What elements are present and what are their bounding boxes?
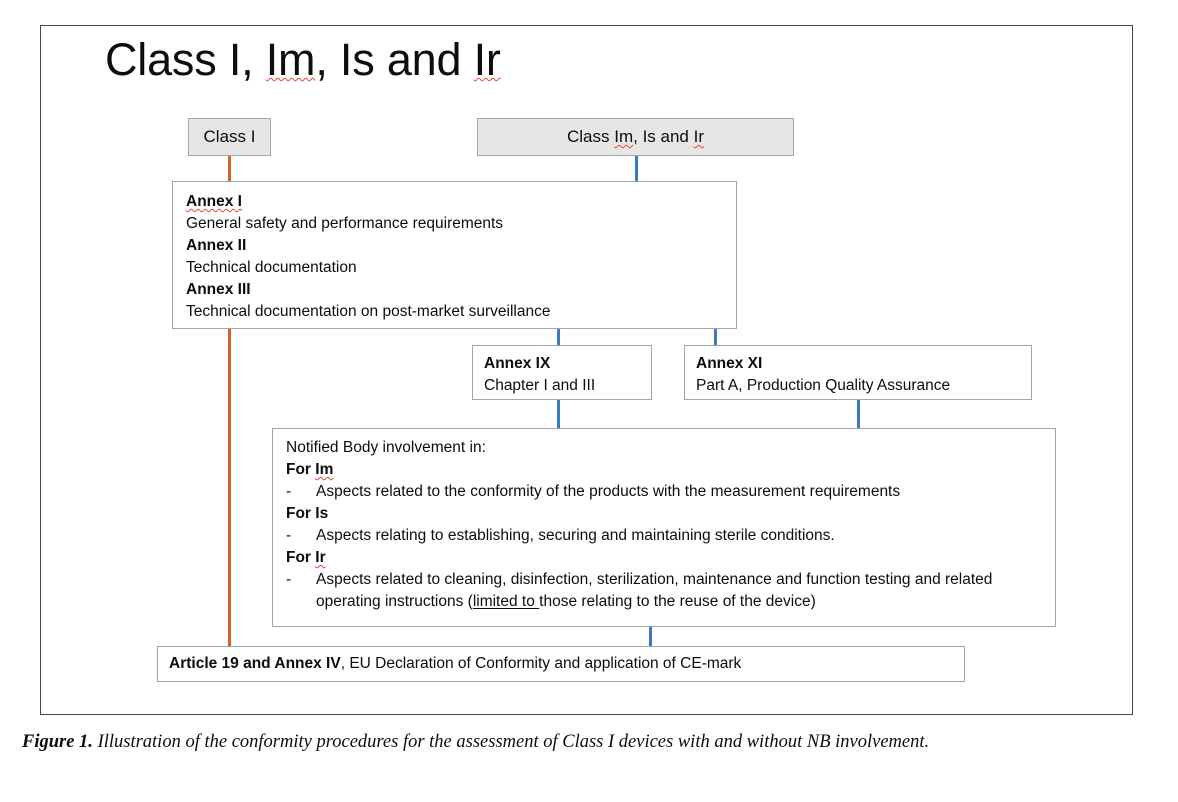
annex-xi-text: Part A, Production Quality Assurance [696, 377, 951, 394]
annex-heading-2: Annex II [186, 237, 247, 254]
node-class-im-is-ir-im: Im [614, 126, 634, 146]
node-annex-xi[interactable]: Annex XI Part A, Production Quality Assu… [684, 345, 1032, 400]
connector-class-i-to-article-19 [228, 328, 231, 647]
node-class-im-is-ir[interactable]: Class Im, Is and Ir [477, 118, 794, 156]
nb-group-heading-im-suffix: Im [315, 461, 334, 478]
annex-ix-text: Chapter I and III [484, 377, 596, 394]
diagram-title-ir: Ir [473, 34, 501, 85]
bullet-dash-icon: - [286, 483, 292, 500]
connector-notified-body-to-article-19 [649, 626, 652, 647]
diagram-title-prefix: Class I, [105, 34, 266, 85]
connector-annex-ix-to-notified-body [557, 399, 560, 429]
nb-bullet-ir-1-underlined: limited to [472, 593, 540, 610]
annex-xi-heading: Annex XI [696, 355, 763, 372]
node-notified-body-content: Notified Body involvement in: For Im - A… [273, 429, 1055, 621]
node-notified-body[interactable]: Notified Body involvement in: For Im - A… [272, 428, 1056, 627]
nb-bullet-im-1-text: Aspects related to the conformity of the… [316, 483, 901, 500]
nb-group-heading-is-suffix: Is [315, 505, 329, 522]
nb-bullet-ir-1-after: those relating to the reuse of the devic… [539, 593, 816, 610]
node-annex-ix[interactable]: Annex IX Chapter I and III [472, 345, 652, 400]
node-class-im-is-ir-ir: Ir [693, 126, 704, 146]
node-annex-xi-body: Annex XI Part A, Production Quality Assu… [685, 346, 1031, 404]
annex-body-3: Technical documentation on post-market s… [186, 303, 551, 320]
diagram-title-middle: , Is and [315, 34, 474, 85]
node-annex-requirements[interactable]: Annex I General safety and performance r… [172, 181, 737, 329]
node-article-19-text: Article 19 and Annex IV, EU Declaration … [158, 653, 752, 675]
nb-bullet-im-1: - Aspects related to the conformity of t… [286, 481, 1042, 503]
node-annex-ix-body: Annex IX Chapter I and III [473, 346, 651, 404]
nb-group-heading-ir: For Ir [286, 547, 1042, 569]
node-class-i[interactable]: Class I [188, 118, 271, 156]
article-19-rest: , EU Declaration of Conformity and appli… [340, 655, 742, 672]
figure-caption-label: Figure 1. [22, 732, 93, 752]
nb-intro: Notified Body involvement in: [286, 439, 486, 456]
node-class-im-is-ir-middle: , Is and [633, 126, 694, 146]
nb-bullet-ir-1-before: Aspects related to cleaning, disinfectio… [316, 571, 993, 610]
connector-class-im-to-annex [635, 155, 638, 182]
nb-group-heading-is: For Is [286, 503, 1042, 525]
annex-heading-3: Annex III [186, 281, 251, 298]
connector-annex-to-annex-ix [557, 328, 560, 346]
diagram-title-im: Im [265, 34, 316, 85]
node-class-im-is-ir-label: Class Im, Is and Ir [567, 125, 704, 149]
node-class-i-label: Class I [203, 126, 256, 146]
connector-class-i-to-annex [228, 155, 231, 182]
figure-caption-text: Illustration of the conformity procedure… [92, 732, 930, 752]
node-annex-requirements-body: Annex I General safety and performance r… [173, 182, 736, 332]
node-article-19[interactable]: Article 19 and Annex IV, EU Declaration … [157, 646, 965, 682]
nb-bullet-is-1: - Aspects relating to establishing, secu… [286, 525, 1042, 547]
article-19-bold: Article 19 and Annex IV [169, 655, 341, 672]
nb-bullet-is-1-text: Aspects relating to establishing, securi… [316, 527, 835, 544]
annex-body-1: General safety and performance requireme… [186, 215, 504, 232]
nb-group-heading-ir-prefix: For [286, 549, 316, 566]
diagram-title: Class I, Im, Is and Ir [105, 36, 501, 83]
nb-group-heading-ir-suffix: Ir [315, 549, 326, 566]
node-class-im-is-ir-prefix: Class [567, 126, 615, 146]
annex-ix-heading: Annex IX [484, 355, 551, 372]
nb-group-heading-im: For Im [286, 459, 1042, 481]
nb-bullet-ir-1: - Aspects related to cleaning, disinfect… [286, 569, 1042, 613]
bullet-dash-icon: - [286, 527, 292, 544]
figure-caption: Figure 1. Illustration of the conformity… [22, 729, 1162, 756]
nb-group-heading-im-prefix: For [286, 461, 316, 478]
connector-annex-to-annex-xi [714, 328, 717, 346]
nb-group-heading-is-prefix: For [286, 505, 316, 522]
annex-heading-1: Annex I [186, 193, 242, 210]
nb-bullet-ir-1-text: Aspects related to cleaning, disinfectio… [316, 569, 1042, 613]
connector-annex-xi-to-notified-body [857, 399, 860, 429]
bullet-dash-icon: - [286, 571, 292, 588]
annex-body-2: Technical documentation [186, 259, 357, 276]
